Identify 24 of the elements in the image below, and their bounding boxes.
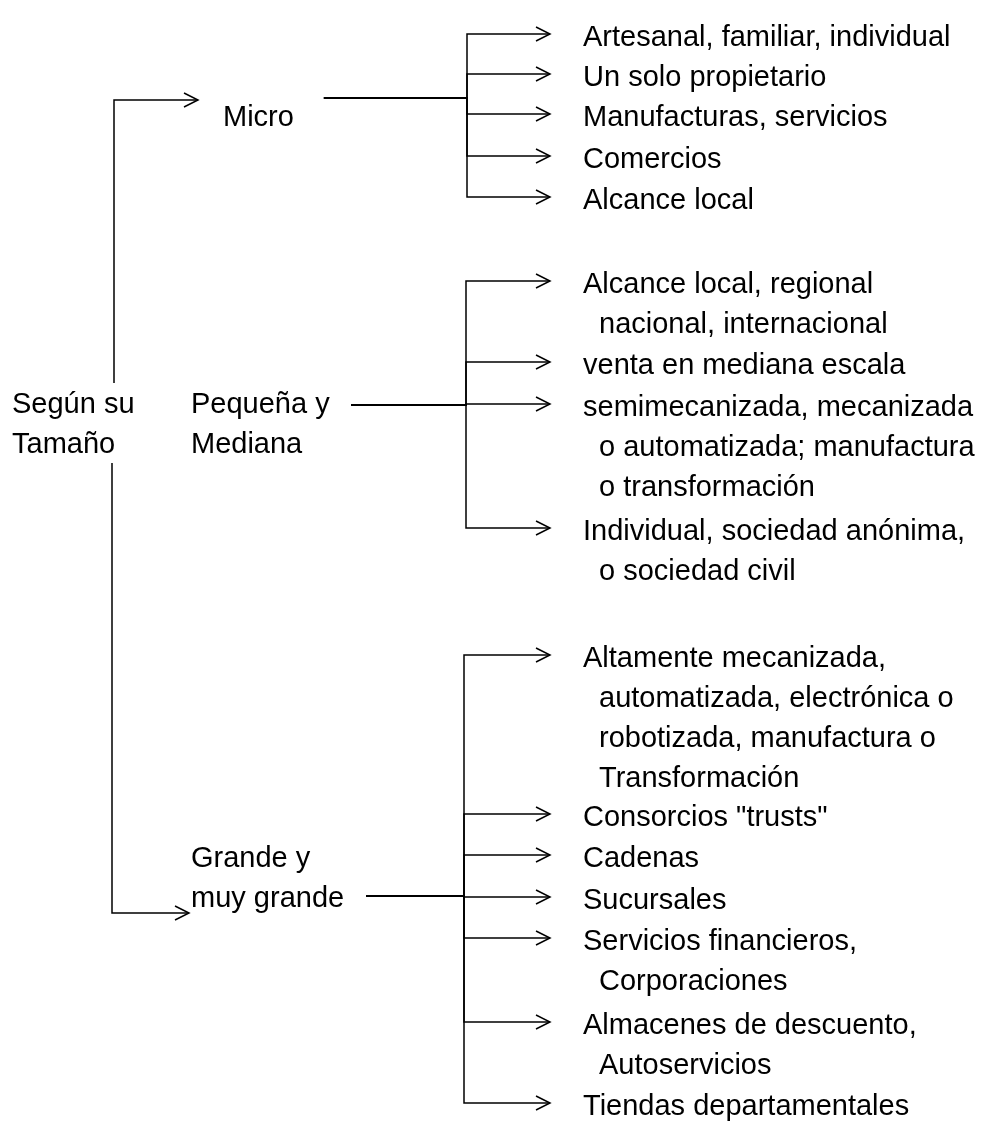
category-label: Grande y muy grande [189,837,366,917]
item-label: Servicios financieros, Corporaciones [550,920,981,1000]
arrow [365,895,551,1111]
root-label: Según su Tamaño [12,383,162,463]
item-label: Altamente mecanizada, automatizada, electrónica o robotizada, manufactura o Transformación [550,637,981,797]
item-label: Consorcios "trusts" [550,796,981,836]
item-label: Cadenas [550,837,981,877]
item-label: Tiendas departamentales [550,1085,981,1125]
item-label: Individual, sociedad anónima, o sociedad civil [550,510,981,590]
category-label: Micro [198,96,324,136]
item-label: Comercios [550,138,981,178]
arrow [323,97,551,205]
item-label: venta en mediana escala [550,344,981,384]
item-label: Almacenes de descuento, Autoservicios [550,1004,981,1084]
item-label: Sucursales [550,879,981,919]
arrow [113,92,199,384]
item-label: Manufacturas, servicios [550,96,981,136]
item-label: semimecanizada, mecanizada o automatizada; manufactura o transformación [550,386,981,506]
arrow [111,462,190,921]
item-label: Artesanal, familiar, individual [550,16,981,56]
item-label: Alcance local [550,179,981,219]
item-label: Un solo propietario [550,56,981,96]
root-label: Pequeña y Mediana [191,383,351,463]
arrow [350,404,551,536]
